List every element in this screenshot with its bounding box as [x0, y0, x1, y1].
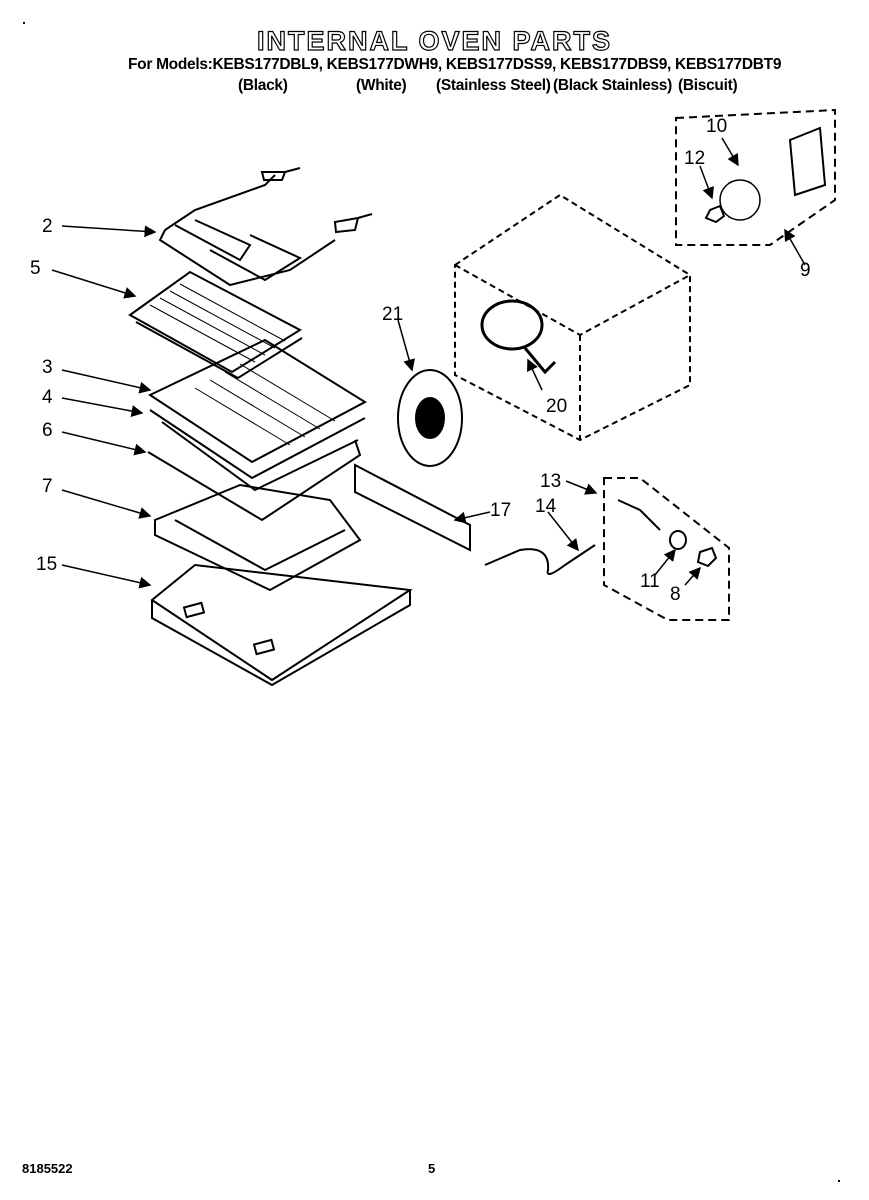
- color-biscuit: (Biscuit): [678, 77, 738, 94]
- callout-12: 12: [684, 148, 705, 169]
- bake-element-part: [154, 483, 362, 592]
- temperature-sensor-part: [484, 544, 596, 575]
- document-number: 8185522: [22, 1161, 73, 1176]
- callout-14: 14: [535, 496, 557, 517]
- callout-8: 8: [670, 584, 681, 605]
- broil-element-part: [158, 167, 373, 287]
- callout-20: 20: [546, 396, 567, 417]
- callout-4: 4: [42, 387, 53, 408]
- callout-5: 5: [30, 258, 41, 279]
- callout-leaders: [51, 137, 806, 589]
- page-header: INTERNAL OVEN PARTS For Models:KEBS177DB…: [0, 0, 869, 110]
- color-white: (White): [356, 77, 407, 94]
- broiler-pan-part: [147, 338, 368, 522]
- convection-element-part: [480, 299, 557, 375]
- scan-dot: [23, 22, 25, 24]
- callout-7: 7: [42, 476, 53, 497]
- motor-shaft-group: [603, 477, 730, 621]
- fan-motor-group: [675, 108, 836, 246]
- callout-6: 6: [42, 420, 53, 441]
- color-stainless-steel: (Stainless Steel): [436, 77, 551, 94]
- callout-13: 13: [540, 471, 561, 492]
- callout-10: 10: [706, 116, 727, 137]
- models-line: For Models:KEBS177DBL9, KEBS177DWH9, KEB…: [128, 56, 782, 73]
- oven-cavity-part: [454, 193, 691, 442]
- scan-dot: [838, 1180, 840, 1182]
- color-black-stainless: (Black Stainless): [553, 77, 672, 94]
- page-number: 5: [428, 1161, 436, 1176]
- callout-9: 9: [800, 260, 811, 281]
- page-title: INTERNAL OVEN PARTS: [256, 25, 613, 56]
- bracket-part: [354, 463, 471, 552]
- fan-cover-part: [397, 369, 463, 467]
- oven-rack-part: [128, 270, 303, 380]
- callout-3: 3: [42, 357, 53, 378]
- callout-17: 17: [490, 500, 511, 521]
- callout-2: 2: [42, 216, 53, 237]
- color-black: (Black): [238, 77, 288, 94]
- callout-11: 11: [640, 571, 660, 592]
- callout-21: 21: [382, 304, 403, 325]
- bottom-panel-part: [150, 563, 413, 687]
- callout-15: 15: [36, 554, 57, 575]
